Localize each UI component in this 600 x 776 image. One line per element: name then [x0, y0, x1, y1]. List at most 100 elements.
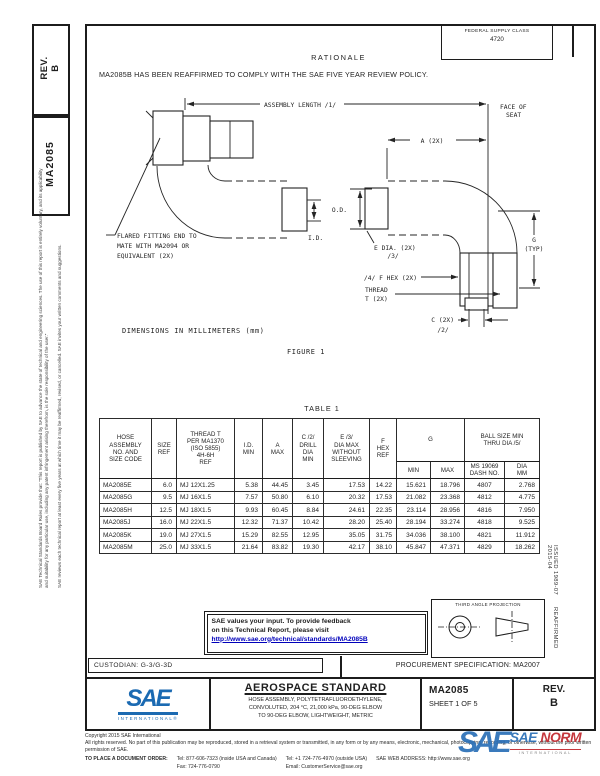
doc-subtitle-1: HOSE ASSEMBLY, POLYTETRAFLUOROETHYLENE, [248, 697, 383, 703]
doc-number-box [32, 116, 70, 216]
table-cell: 83.82 [262, 540, 293, 555]
svg-text:T (2X): T (2X) [365, 296, 388, 303]
table-cell: 22.35 [369, 503, 397, 517]
svg-text:EQUIVALENT (2X): EQUIVALENT (2X) [117, 253, 174, 260]
col-header-c: C /2/ DRILL DIA MIN [292, 417, 324, 480]
rationale-text: MA2085B HAS BEEN REAFFIRMED TO COMPLY WI… [99, 70, 429, 79]
hose-assembly-drawing: ASSEMBLY LENGTH /1/ FACE OF SEAT A (2X) … [106, 98, 545, 356]
rev-box-label: REV. B [34, 26, 66, 110]
e-dia-label: E DIA. (2X) /3/ [366, 230, 416, 260]
issued-date: ISSUED 1989-07 [552, 545, 558, 596]
table-cell: MA2085H [99, 503, 152, 517]
table-cell: MJ 22X1.5 [176, 515, 235, 530]
title-block-divider [340, 656, 342, 677]
svg-text:SEAT: SEAT [506, 112, 521, 119]
feedback-link[interactable]: http://www.sae.org/technical/standards/M… [211, 635, 368, 643]
table-cell: 6.10 [292, 490, 324, 505]
table-cell: 12.5 [151, 503, 177, 517]
table-cell: 19.30 [292, 540, 324, 555]
watermark-sae-text: SAE [509, 729, 538, 745]
table-cell: 21.64 [234, 540, 263, 555]
table-cell: 11.912 [504, 528, 540, 542]
left-elbow-fitting [145, 110, 254, 239]
title-block: SAE INTERNATIONAL® AEROSPACE STANDARD HO… [85, 677, 596, 731]
table-cell: 50.80 [262, 490, 293, 505]
table-cell: 12.32 [234, 515, 263, 530]
document-title-cell: AEROSPACE STANDARD HOSE ASSEMBLY, POLYTE… [211, 679, 422, 729]
table-cell: 47.371 [430, 540, 465, 555]
table-cell: 15.29 [234, 528, 263, 542]
col-header-ball: BALL SIZE MIN THRU DIA /5/ [464, 418, 540, 462]
fax-number: Fax: 724-776-0790 [176, 763, 220, 770]
col-header-g: G [396, 418, 465, 462]
od-dimension: O.D. [332, 188, 372, 230]
table-cell: MJ 12X1.25 [176, 478, 235, 492]
table-cell: 16.0 [151, 515, 177, 530]
table-cell: 7.57 [234, 490, 263, 505]
table-cell: MA2085M [99, 540, 152, 555]
projection-label: THIRD ANGLE PROJECTION [455, 602, 521, 607]
table-cell: 24.61 [323, 503, 370, 517]
side-disclaimer-note: SAE Technical Standards Board Rules prov… [38, 168, 50, 588]
svg-text:THREAD: THREAD [365, 287, 388, 294]
col-header-dia-mm: DIA MM [504, 460, 540, 480]
table-cell: 12.95 [292, 528, 324, 542]
dimensions-note: DIMENSIONS IN MILLIMETERS (mm) [122, 327, 264, 335]
sae-norm-watermark: SAE SAE NORM INTERNATIONAL [458, 728, 600, 758]
col-header-id: I.D. MIN [234, 417, 263, 480]
table-cell: 4.775 [504, 490, 540, 505]
table-cell: 33.274 [430, 515, 465, 530]
col-header-ms-dash: MS 19069 DASH NO. [464, 460, 505, 480]
table-cell: 4816 [464, 503, 505, 517]
f-hex-label: /4/ F HEX (2X) [364, 274, 458, 282]
reaffirmed-date: REAFFIRMED 2015-04 [546, 545, 558, 649]
table-cell: 2.768 [504, 478, 540, 492]
table-cell: 5.38 [234, 478, 263, 492]
table-cell: 19.0 [151, 528, 177, 542]
doc-subtitle-3: TO 90-DEG ELBOW, LIGHTWEIGHT, METRIC [258, 712, 373, 719]
figure-caption: FIGURE 1 [287, 348, 325, 356]
col-header-e: E /3/ DIA MAX WITHOUT SLEEVING [323, 417, 370, 480]
rev-value: B [50, 64, 61, 72]
table-cell: 10.42 [292, 515, 324, 530]
supply-class-label: FEDERAL SUPPLY CLASS [464, 29, 530, 34]
feedback-line2: on this Technical Report, please visit [211, 626, 329, 634]
table-cell: 28.956 [430, 503, 465, 517]
table-cell: 4812 [464, 490, 505, 505]
table-cell: MJ 27X1.5 [176, 528, 235, 542]
svg-text:E DIA. (2X): E DIA. (2X) [374, 245, 416, 252]
table-cell: MA2085G [99, 490, 152, 505]
tel-inside: Tel: 877-606-7323 (inside USA and Canada… [176, 756, 277, 763]
feedback-box: SAE values your input. To provide feedba… [204, 611, 428, 655]
table-cell: 7.950 [504, 503, 540, 517]
table-cell: 9.525 [504, 515, 540, 530]
svg-text:C (2X): C (2X) [431, 317, 454, 324]
svg-text:MATE WITH MA2094 OR: MATE WITH MA2094 OR [117, 243, 189, 250]
doc-number-cell: MA2085 SHEET 1 OF 5 [422, 679, 514, 729]
table-cell: MA2085K [99, 528, 152, 542]
footer: Copyright 2015 SAE International All rig… [85, 733, 596, 771]
table-cell: 9.93 [234, 503, 263, 517]
table-cell: 17.53 [369, 490, 397, 505]
table-cell: 31.75 [369, 528, 397, 542]
table-cell: 28.194 [396, 515, 431, 530]
table-cell: 60.45 [262, 503, 293, 517]
table-cell: 14.22 [369, 478, 397, 492]
doc-subtitle-2: CONVOLUTED, 204 °C, 21,000 kPa, 90-DEG E… [248, 704, 383, 711]
watermark-international-text: INTERNATIONAL [509, 749, 582, 755]
a-dimension: A (2X) [386, 137, 486, 179]
table-cell: 18.796 [430, 478, 465, 492]
rev-title: REV. [542, 684, 566, 695]
table-cell: 4818 [464, 515, 505, 530]
rights-statement: All rights reserved. No part of this pub… [85, 740, 592, 754]
table-cell: 4807 [464, 478, 505, 492]
doc-type-title: AEROSPACE STANDARD [244, 682, 387, 694]
assembly-length-dimension: ASSEMBLY LENGTH /1/ FACE OF SEAT [184, 98, 527, 119]
table-cell: 20.32 [323, 490, 370, 505]
procurement-spec: PROCUREMENT SPECIFICATION: MA2007 [395, 662, 541, 669]
svg-text:/3/: /3/ [387, 253, 399, 260]
table-cell: 42.17 [323, 540, 370, 555]
svg-text:ASSEMBLY LENGTH /1/: ASSEMBLY LENGTH /1/ [264, 102, 336, 109]
